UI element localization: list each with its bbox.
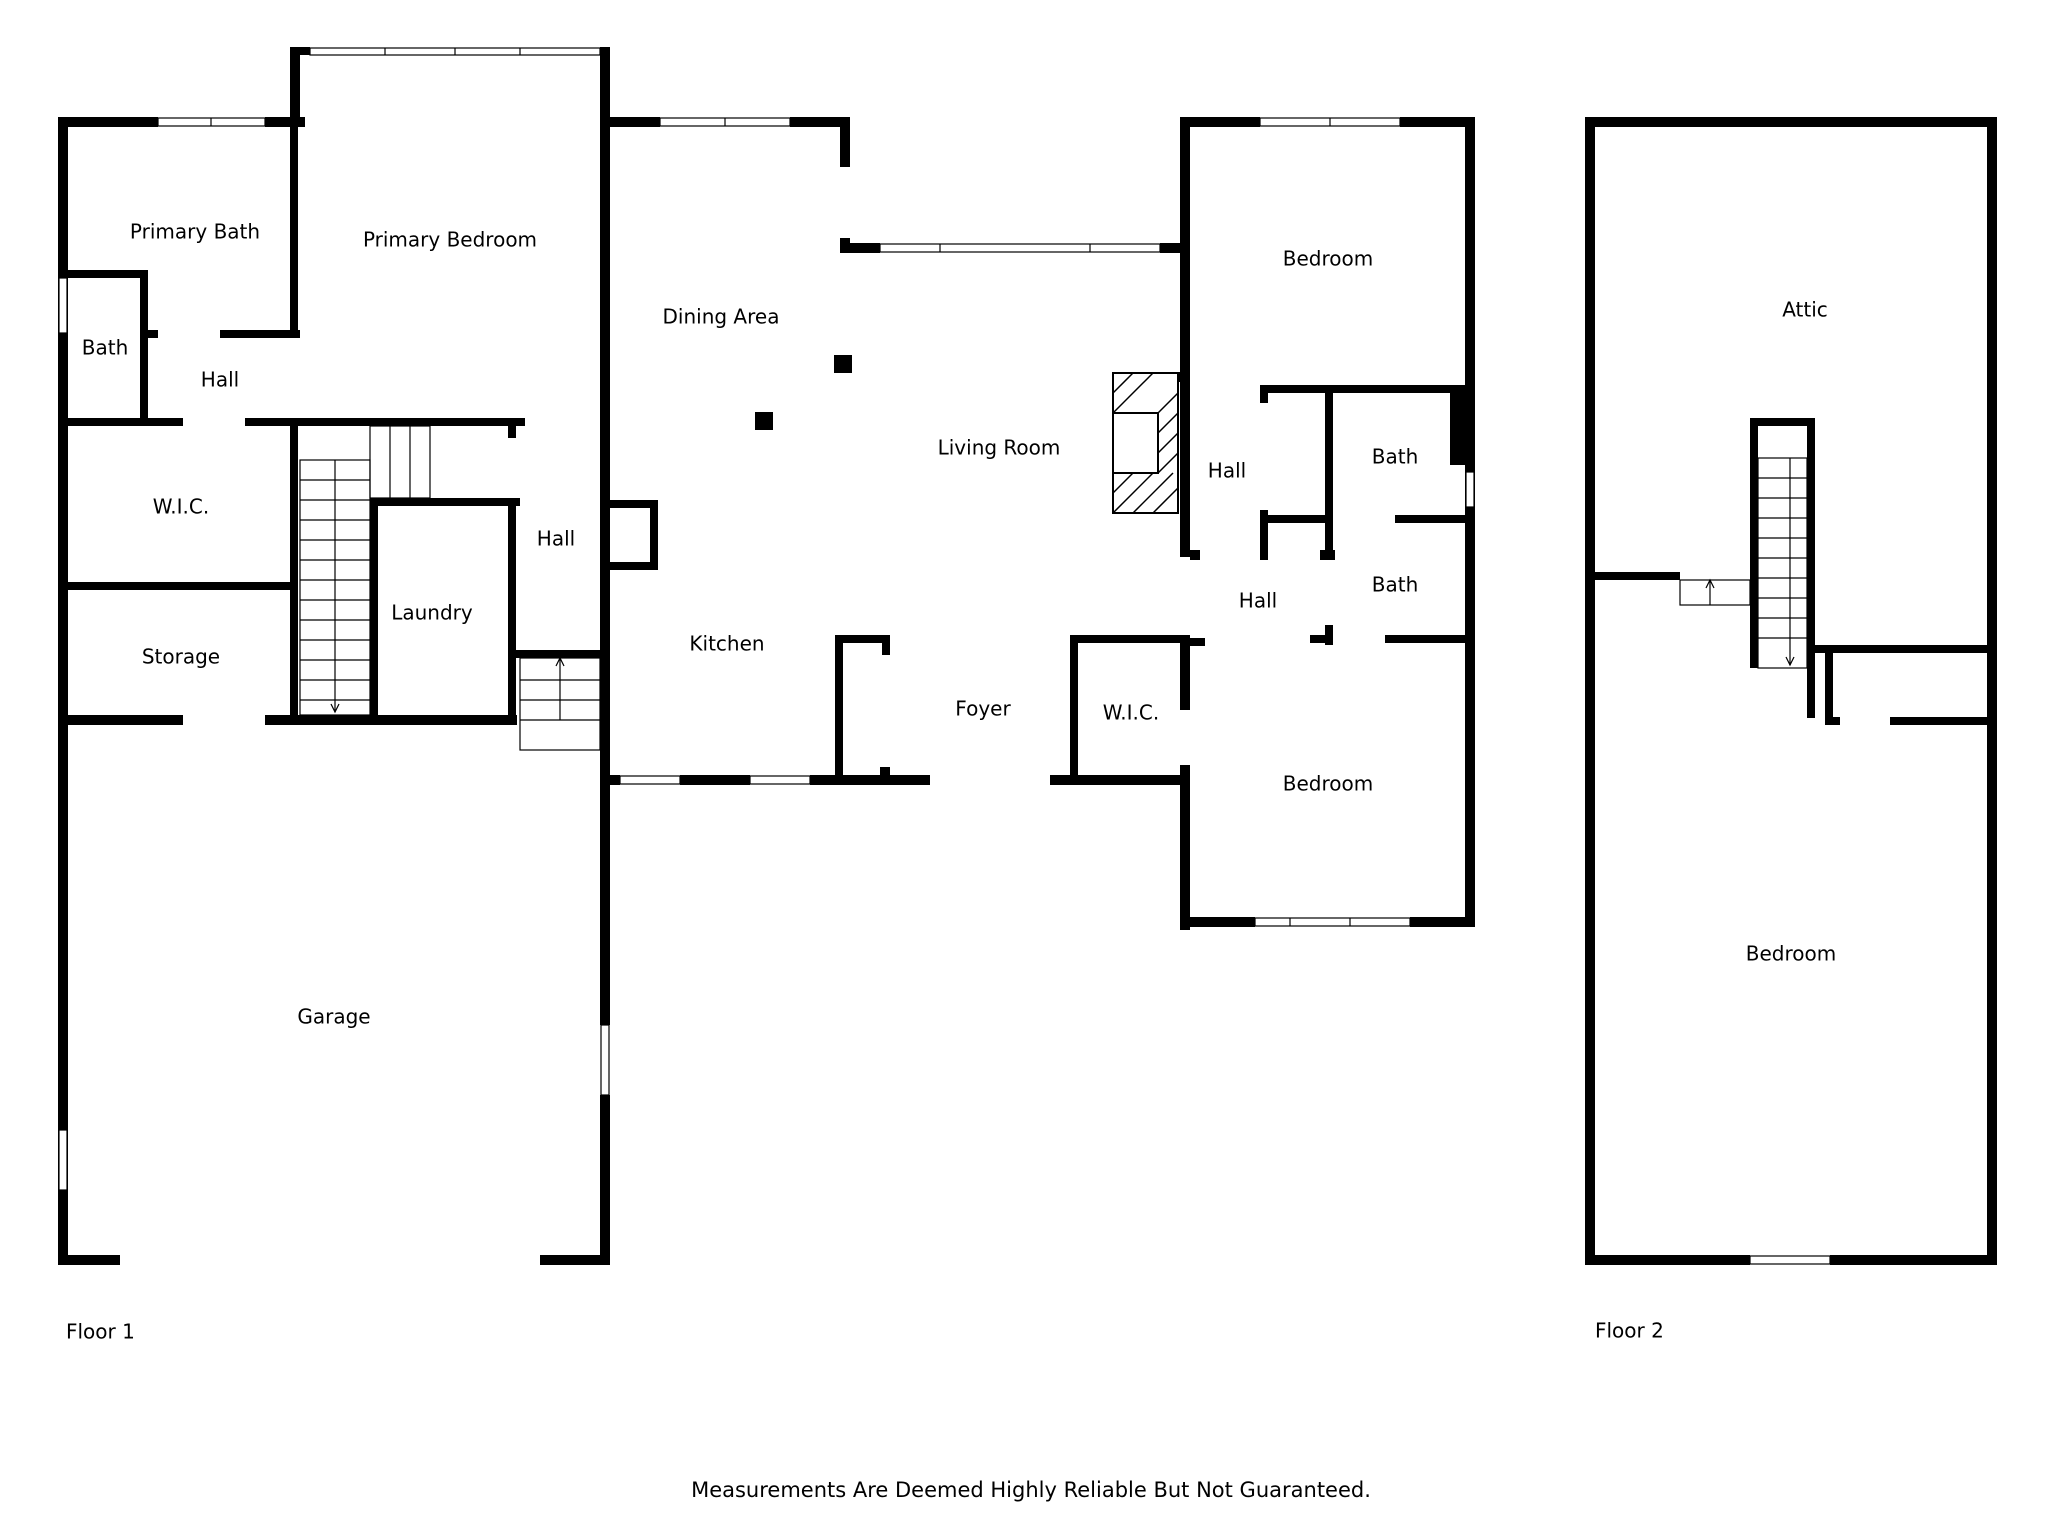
column-icon (755, 412, 773, 430)
room-label-wic: W.I.C. (1103, 701, 1159, 725)
floor-2-windows (1749, 1255, 1831, 1265)
room-label-foyer: Foyer (955, 697, 1011, 721)
floor-2-walls (1585, 117, 1997, 1265)
room-label-primary-bath: Primary Bath (130, 220, 260, 244)
room-label-bedroom: Bedroom (1283, 772, 1373, 796)
room-label-hall: Hall (1208, 459, 1246, 483)
room-label-laundry: Laundry (391, 601, 473, 625)
stairs-icon (1679, 457, 1808, 669)
floor-1-windows (58, 47, 1475, 1191)
floor-2-label: Floor 2 (1595, 1319, 1664, 1343)
room-label-primary-bedroom: Primary Bedroom (363, 228, 537, 252)
stairs-icon (299, 425, 601, 751)
room-label-bath: Bath (82, 336, 129, 360)
room-label-bath: Bath (1372, 445, 1419, 469)
room-label-hall: Hall (537, 527, 575, 551)
column-icon (834, 355, 852, 373)
room-label-kitchen: Kitchen (689, 632, 764, 656)
room-label-bedroom: Bedroom (1746, 942, 1836, 966)
room-label-hall: Hall (201, 368, 239, 392)
fireplace-icon (1112, 372, 1179, 514)
room-labels: Primary Bath Primary Bedroom Bath Hall W… (82, 220, 1836, 1029)
room-label-garage: Garage (297, 1005, 370, 1029)
room-label-dining-area: Dining Area (663, 305, 780, 329)
room-label-hall: Hall (1239, 589, 1277, 613)
room-label-wic: W.I.C. (153, 495, 209, 519)
room-label-attic: Attic (1782, 298, 1828, 322)
room-label-living-room: Living Room (938, 436, 1061, 460)
room-label-bath: Bath (1372, 573, 1419, 597)
room-label-bedroom: Bedroom (1283, 247, 1373, 271)
floor-1-walls (58, 47, 1475, 1265)
room-label-storage: Storage (142, 645, 220, 669)
disclaimer-text: Measurements Are Deemed Highly Reliable … (691, 1478, 1371, 1502)
floor-1-label: Floor 1 (66, 1320, 135, 1344)
